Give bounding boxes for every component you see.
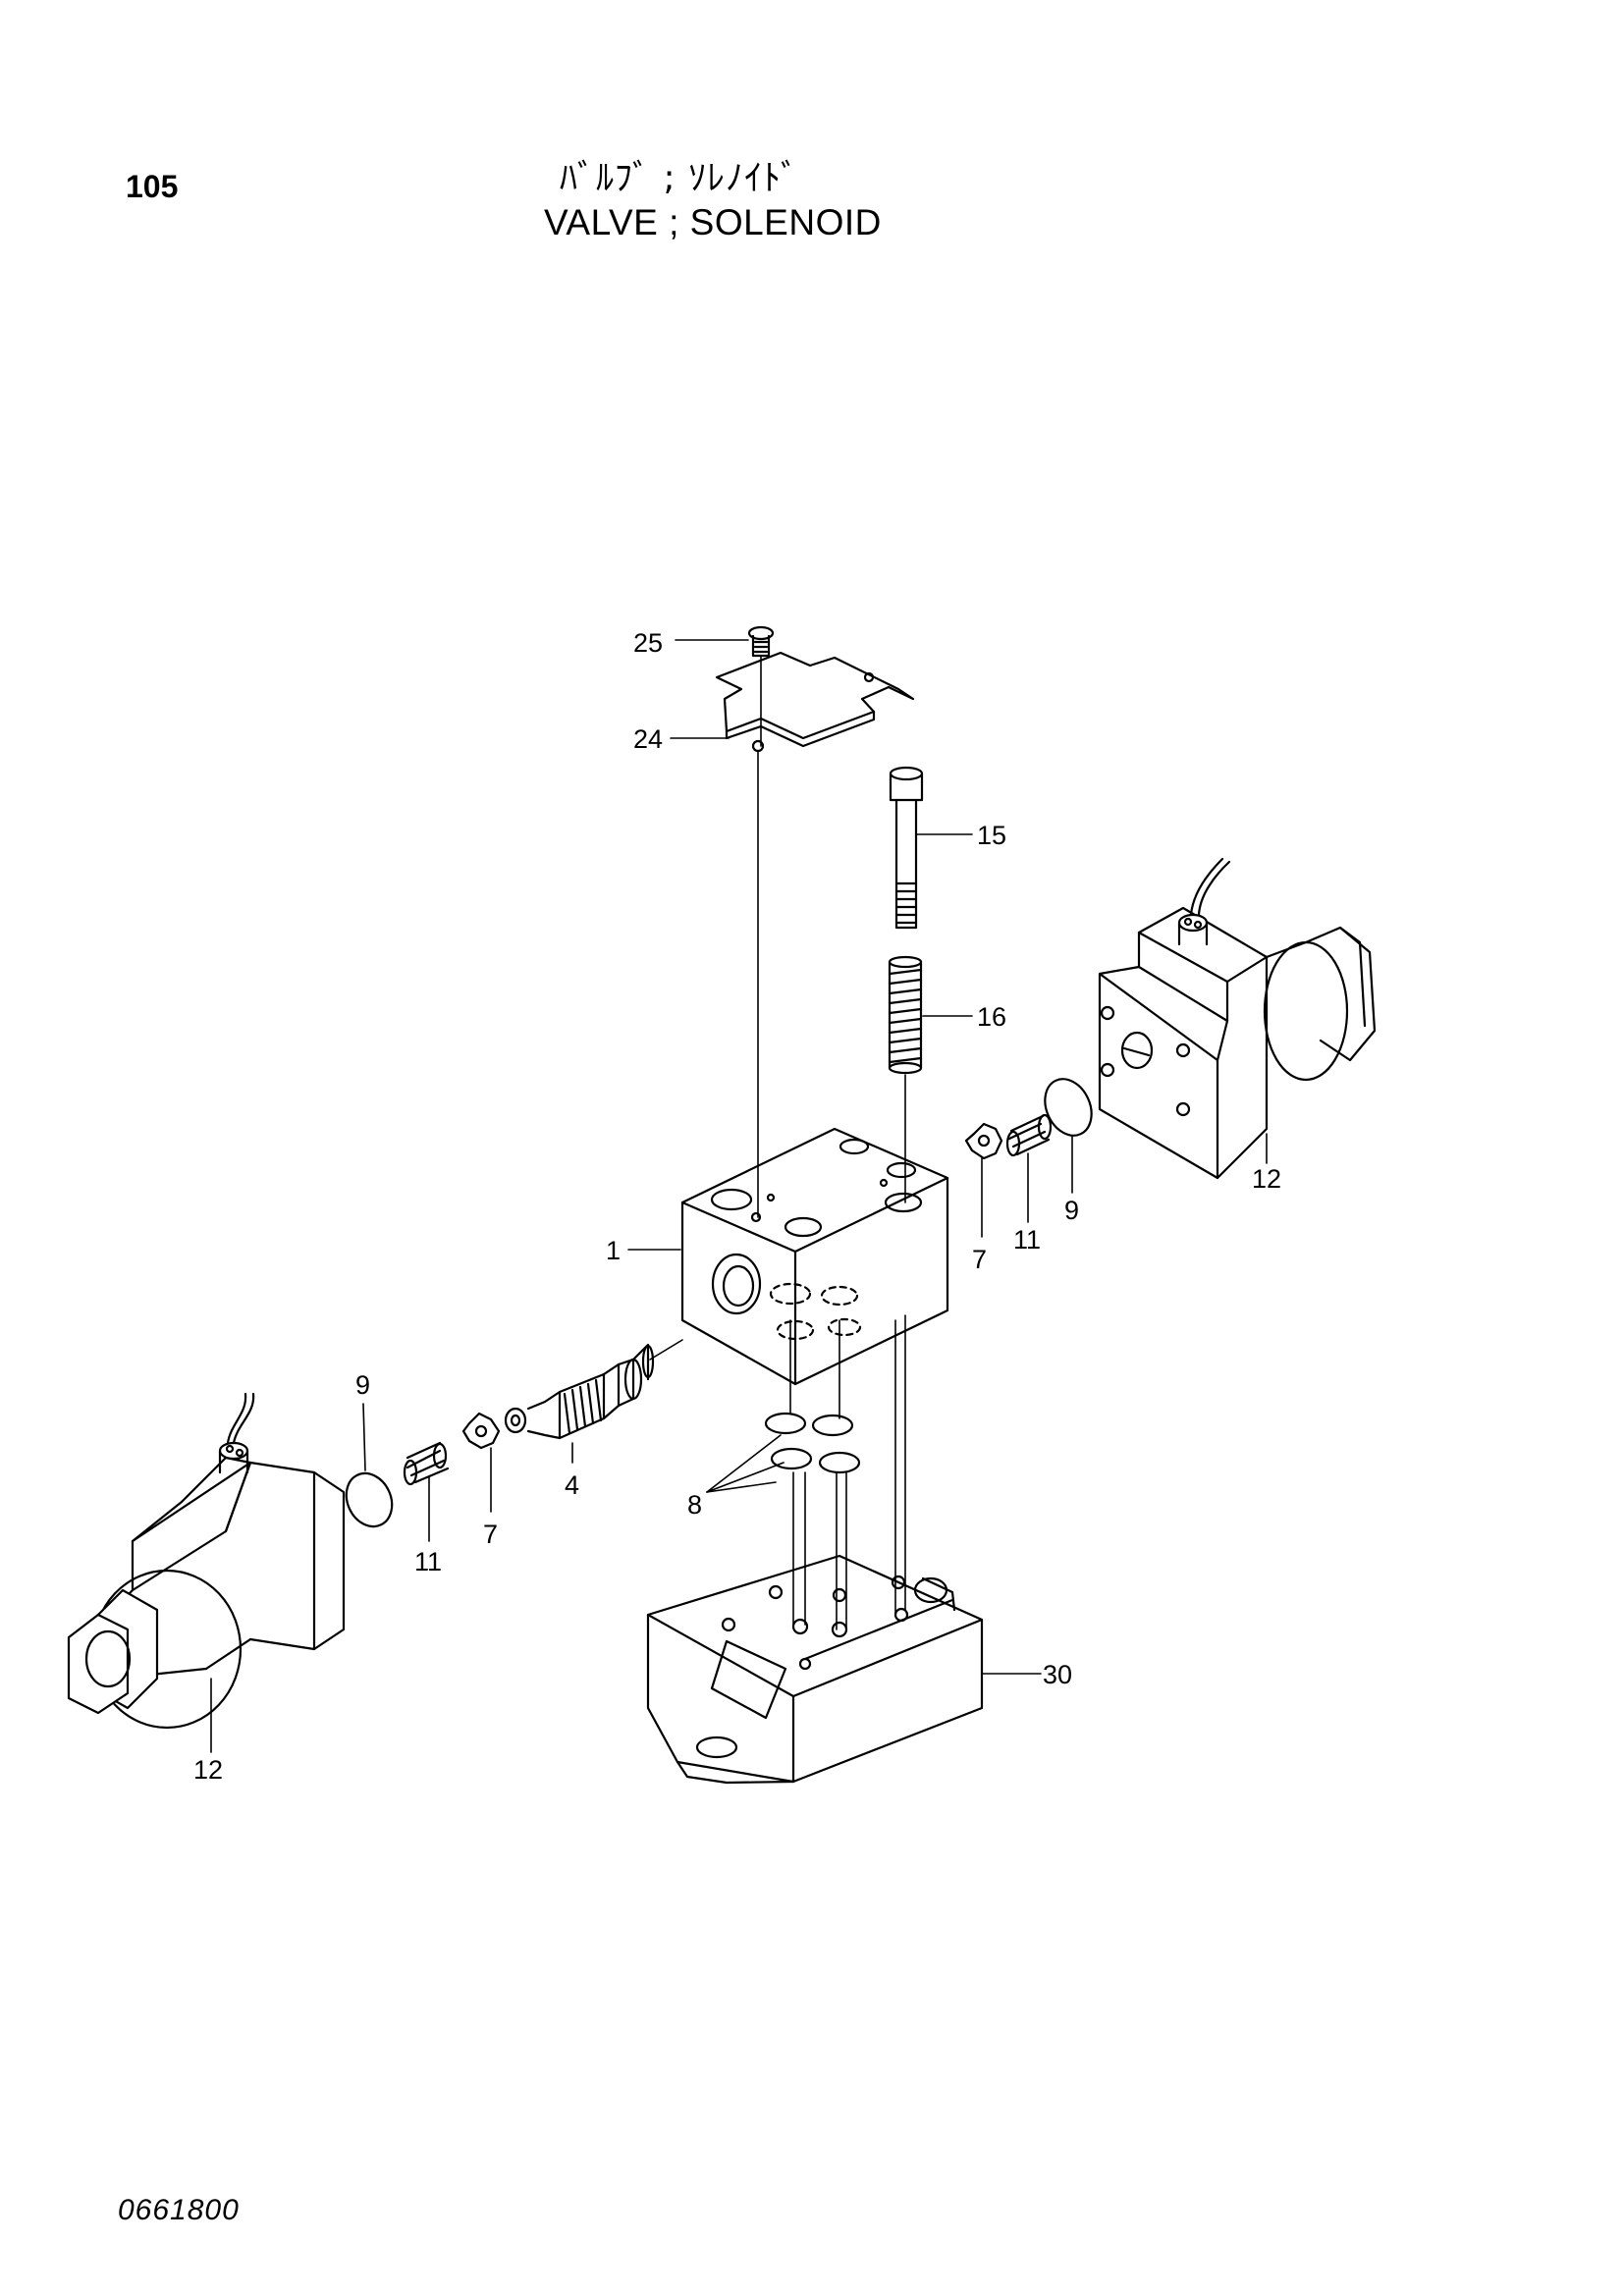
part-12-right-solenoid xyxy=(1098,857,1377,1180)
part-7-left-nut xyxy=(461,1412,501,1450)
part-25-screw xyxy=(747,625,775,658)
label-part-4: 4 xyxy=(565,1470,579,1500)
part-1-valve-body xyxy=(680,1127,949,1386)
label-part-24: 24 xyxy=(633,724,663,754)
label-part-8: 8 xyxy=(687,1490,702,1520)
label-part-30: 30 xyxy=(1043,1660,1072,1689)
part-11-left-spring xyxy=(403,1441,450,1486)
label-part-11-left: 11 xyxy=(414,1547,442,1576)
title-english: VALVE ; SOLENOID xyxy=(544,202,882,242)
label-part-16: 16 xyxy=(977,1002,1006,1032)
label-part-15: 15 xyxy=(977,821,1006,850)
label-part-7-right: 7 xyxy=(972,1245,987,1274)
part-11-right-spring xyxy=(1005,1113,1053,1157)
drawing-number: 0661800 xyxy=(118,2194,240,2226)
label-part-12-right: 12 xyxy=(1252,1164,1281,1194)
title-japanese: ﾊﾞﾙﾌﾞ ; ｿﾚﾉｲﾄﾞ xyxy=(560,158,800,198)
label-part-1: 1 xyxy=(606,1236,621,1265)
part-9-left-oring xyxy=(345,1471,394,1528)
label-part-9-right: 9 xyxy=(1064,1196,1079,1225)
label-part-12-left: 12 xyxy=(193,1755,223,1785)
label-part-11-right: 11 xyxy=(1013,1225,1041,1255)
page-number: 105 xyxy=(126,169,179,204)
part-number-callouts: 25 24 15 16 1 4 7 8 9 11 12 7 11 9 12 30 xyxy=(193,628,1281,1785)
part-30-base xyxy=(646,1554,984,1785)
part-15-bolt xyxy=(889,766,924,930)
part-4-spool xyxy=(504,1343,655,1440)
part-9-right-oring xyxy=(1044,1078,1093,1137)
leader-lines xyxy=(210,639,1268,1753)
label-part-7-left: 7 xyxy=(483,1520,498,1549)
part-8-orings xyxy=(764,1412,861,1474)
assembly-guide-lines xyxy=(649,655,906,1630)
part-16-spring xyxy=(888,955,923,1075)
part-7-right-nut xyxy=(964,1122,1003,1160)
label-part-9-left: 9 xyxy=(355,1370,370,1400)
part-12-left-solenoid xyxy=(67,1392,346,1730)
part-24-plate xyxy=(715,651,915,753)
label-part-25: 25 xyxy=(633,628,663,658)
